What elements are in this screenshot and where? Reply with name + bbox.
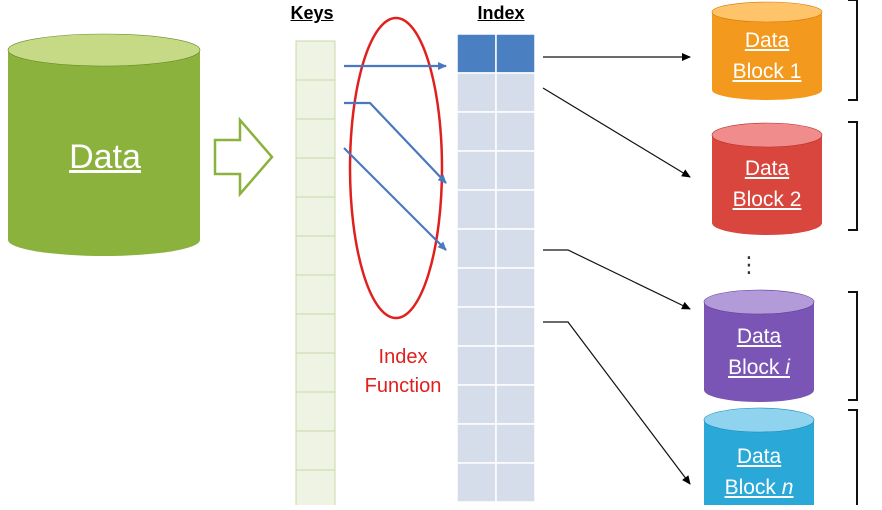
- index-cell-9-a: [456, 345, 497, 386]
- block-bracket-4: [848, 409, 858, 505]
- index-cell-1-a: [456, 33, 497, 74]
- index-cell-1-b: [495, 33, 536, 74]
- index-function-ellipse: [348, 16, 444, 320]
- block-1-line1: Data: [744, 29, 790, 52]
- index-cell-6-a: [456, 228, 497, 269]
- block-n-suffix: n: [781, 476, 794, 499]
- source-cylinder-body: [8, 50, 200, 256]
- index-cell-12-b: [495, 462, 536, 503]
- data-block-1-cylinder: [711, 1, 823, 100]
- data-block-3-cylinder: [703, 289, 815, 402]
- data-block-3-cylinder-body: [704, 302, 814, 402]
- index-cell-9-b: [495, 345, 536, 386]
- key-cell-3: [295, 118, 336, 159]
- data-block-1-cylinder-top: [711, 1, 823, 23]
- key-cell-4: [295, 157, 336, 198]
- index-cell-12-a: [456, 462, 497, 503]
- source-data-label: Data: [69, 138, 141, 176]
- source-cylinder: [7, 33, 201, 256]
- index-cell-8-a: [456, 306, 497, 347]
- key-cell-8: [295, 313, 336, 354]
- data-block-1-cylinder-body: [712, 12, 822, 100]
- block-i-line2: Block i: [704, 352, 814, 383]
- block-bracket-1: [848, 0, 858, 101]
- index-cell-3-b: [495, 111, 536, 152]
- index-function-line1: Index: [378, 346, 428, 368]
- key-cell-7: [295, 274, 336, 315]
- index-cell-7-b: [495, 267, 536, 308]
- block-2-name: Block 2: [732, 188, 802, 211]
- index-cell-3-a: [456, 111, 497, 152]
- index-cell-4-b: [495, 150, 536, 191]
- index-cell-2-b: [495, 72, 536, 113]
- index-cell-11-b: [495, 423, 536, 464]
- key-cell-5: [295, 196, 336, 237]
- block-arrow-3: [543, 249, 691, 310]
- index-cell-7-a: [456, 267, 497, 308]
- keys-header: Keys: [290, 3, 334, 23]
- block-arrow-4: [543, 321, 691, 485]
- index-function-label: Index Function: [348, 343, 458, 401]
- block-bracket-3: [848, 291, 858, 401]
- key-arrow-2: [344, 101, 447, 184]
- index-cell-6-b: [495, 228, 536, 269]
- block-i-line1: Data: [736, 325, 782, 348]
- data-block-4-cylinder-top: [703, 407, 815, 433]
- block-n-line1: Data: [736, 445, 782, 468]
- index-cell-5-a: [456, 189, 497, 230]
- block-1-name: Block 1: [732, 60, 802, 83]
- key-cell-2: [295, 79, 336, 120]
- block-2-line2: Block 2: [712, 184, 822, 215]
- key-cell-6: [295, 235, 336, 276]
- block-i-name: Block: [728, 356, 786, 379]
- index-function-line2: Function: [364, 375, 442, 397]
- key-cell-10: [295, 391, 336, 432]
- key-cell-1: [295, 40, 336, 81]
- block-1-label: Data Block 1: [712, 25, 822, 87]
- index-cell-5-b: [495, 189, 536, 230]
- block-n-name: Block: [724, 476, 782, 499]
- index-cell-10-b: [495, 384, 536, 425]
- data-block-4-cylinder-body: [704, 420, 814, 510]
- index-cell-2-a: [456, 72, 497, 113]
- data-block-4-cylinder: [703, 407, 815, 510]
- block-n-line2: Block n: [704, 472, 814, 503]
- data-block-3-cylinder-top: [703, 289, 815, 315]
- data-block-2-cylinder: [711, 122, 823, 235]
- key-cell-12: [295, 469, 336, 510]
- source-arrow-icon: [213, 116, 274, 198]
- block-n-label: Data Block n: [704, 441, 814, 503]
- block-2-line1: Data: [744, 157, 790, 180]
- index-cell-11-a: [456, 423, 497, 464]
- block-bracket-2: [848, 121, 858, 231]
- block-i-suffix: i: [785, 356, 790, 379]
- index-header: Index: [477, 3, 525, 23]
- key-cell-11: [295, 430, 336, 471]
- block-i-label: Data Block i: [704, 321, 814, 383]
- block-1-line2: Block 1: [712, 56, 822, 87]
- source-cylinder-top: [7, 33, 201, 67]
- key-cell-9: [295, 352, 336, 393]
- data-block-2-cylinder-top: [711, 122, 823, 148]
- index-cell-10-a: [456, 384, 497, 425]
- block-2-label: Data Block 2: [712, 153, 822, 215]
- blocks-ellipsis: ⋮: [738, 252, 760, 277]
- index-cell-8-b: [495, 306, 536, 347]
- block-arrow-2: [542, 87, 691, 178]
- index-cell-4-a: [456, 150, 497, 191]
- data-block-2-cylinder-body: [712, 135, 822, 235]
- key-arrow-3: [343, 147, 447, 251]
